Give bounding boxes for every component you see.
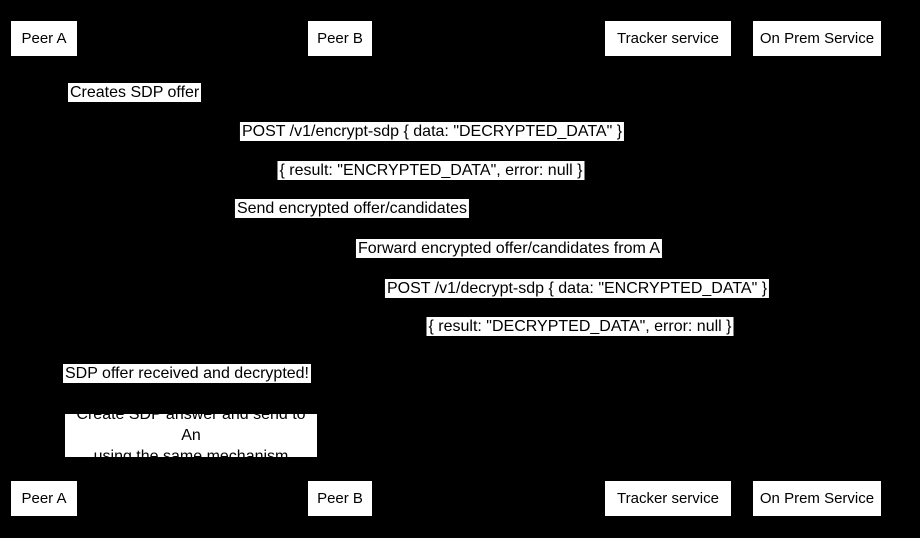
message-result-encrypted-data: { result: "ENCRYPTED_DATA", error: null …: [277, 161, 585, 180]
actor-label: On Prem Service: [759, 490, 875, 507]
message-creates-sdp-offer: Creates SDP offer: [68, 83, 202, 102]
message-result-decrypted-data: { result: "DECRYPTED_DATA", error: null …: [426, 317, 734, 336]
message-sdp-offer-received: SDP offer received and decrypted!: [63, 364, 311, 383]
actor-label: Tracker service: [617, 30, 719, 47]
message-forward-encrypted-offer: Forward encrypted offer/candidates from …: [355, 239, 663, 258]
actor-label: Peer A: [21, 490, 67, 507]
note-create-sdp-answer: Create SDP answer and send to An using t…: [65, 406, 317, 465]
note-line: using the same mechanism: [93, 448, 289, 465]
message-send-encrypted-offer: Send encrypted offer/candidates: [234, 199, 470, 218]
actor-label: Tracker service: [617, 490, 719, 507]
actor-box-peer-a-top: Peer A: [11, 21, 77, 56]
note-line: Create SDP answer and send to An: [76, 406, 306, 444]
actor-label: Peer B: [317, 30, 363, 47]
actor-box-on-prem-service-top: On Prem Service: [753, 21, 881, 56]
actor-box-peer-a-bottom: Peer A: [11, 481, 77, 516]
actor-label: On Prem Service: [759, 30, 875, 47]
actor-box-tracker-service-bottom: Tracker service: [605, 481, 731, 516]
actor-box-peer-b-top: Peer B: [308, 21, 372, 56]
message-post-decrypt-sdp: POST /v1/decrypt-sdp { data: "ENCRYPTED_…: [384, 279, 770, 298]
actor-label: Peer A: [21, 30, 67, 47]
actor-box-on-prem-service-bottom: On Prem Service: [753, 481, 881, 516]
message-post-encrypt-sdp: POST /v1/encrypt-sdp { data: "DECRYPTED_…: [239, 122, 625, 141]
actor-box-tracker-service-top: Tracker service: [605, 21, 731, 56]
actor-label: Peer B: [317, 490, 363, 507]
actor-box-peer-b-bottom: Peer B: [308, 481, 372, 516]
